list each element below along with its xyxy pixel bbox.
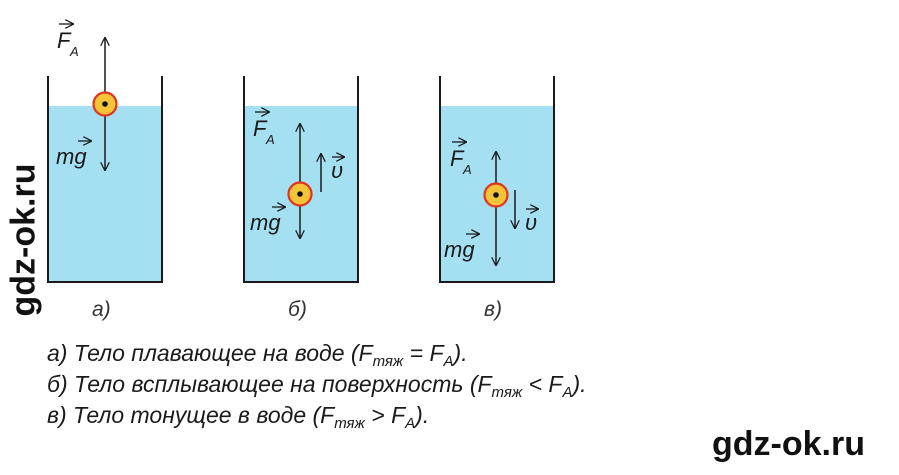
beakers-diagram: F A mg а) F A mg υ б) F A mg (47, 0, 555, 321)
caption-a-suffix: ). (453, 340, 468, 366)
watermark-side: gdz-ok.ru (2, 150, 46, 330)
label-velocity-b: υ (331, 158, 343, 183)
panel-letter-c: в) (484, 298, 502, 321)
captions: а) Тело плавающее на воде (Fтяж = FA). б… (47, 338, 587, 431)
ball-center-c (493, 192, 499, 198)
label-buoyant-a: F (57, 28, 72, 53)
caption-b-sub2: A (562, 384, 573, 401)
beaker-wall-a (47, 76, 163, 283)
beaker-b: F A mg υ б) (243, 76, 359, 321)
caption-c-sub1: тяж (334, 415, 365, 432)
caption-c-prefix: в) Тело тонущее в воде (F (47, 402, 335, 428)
caption-a-sub2: A (443, 353, 454, 370)
label-buoyant-sub-c: A (462, 162, 472, 177)
caption-c-mid: > F (364, 402, 406, 428)
ball-center-a (102, 101, 108, 107)
label-buoyant-c: F (450, 146, 465, 171)
caption-a-mid: = F (403, 340, 444, 366)
label-buoyant-b: F (253, 116, 268, 141)
caption-a-prefix: а) Тело плавающее на воде (F (47, 340, 373, 366)
caption-b-sub1: тяж (491, 384, 523, 401)
label-gravity-b: mg (250, 210, 281, 235)
beaker-a: F A mg а) (47, 24, 163, 321)
caption-b-prefix: б) Тело всплывающее на поверхность (F (47, 371, 492, 397)
beaker-wall-b (243, 76, 359, 283)
caption-b-suffix: ). (572, 371, 587, 397)
caption-b-mid: < F (522, 371, 563, 397)
label-velocity-c: υ (525, 210, 537, 235)
watermark-bottom: gdz-ok.ru (712, 425, 865, 463)
label-gravity-c: mg (444, 237, 475, 262)
label-buoyant-sub-b: A (265, 132, 275, 147)
beaker-c: F A mg υ в) (439, 76, 555, 321)
label-gravity-a: mg (56, 144, 87, 169)
ball-center-b (297, 191, 303, 197)
beaker-wall-c (439, 76, 555, 283)
panel-letter-a: а) (92, 298, 111, 321)
caption-c-sub2: A (405, 415, 416, 432)
caption-a-sub1: тяж (372, 353, 404, 370)
label-buoyant-sub-a: A (69, 44, 79, 59)
caption-b: б) Тело всплывающее на поверхность (Fтяж… (47, 369, 587, 400)
watermark-side-text: gdz-ok.ru (4, 163, 43, 317)
caption-c: в) Тело тонущее в воде (Fтяж > FA). (47, 400, 587, 431)
panel-letter-b: б) (288, 298, 307, 321)
caption-c-suffix: ). (415, 402, 430, 428)
caption-a: а) Тело плавающее на воде (Fтяж = FA). (47, 338, 587, 369)
